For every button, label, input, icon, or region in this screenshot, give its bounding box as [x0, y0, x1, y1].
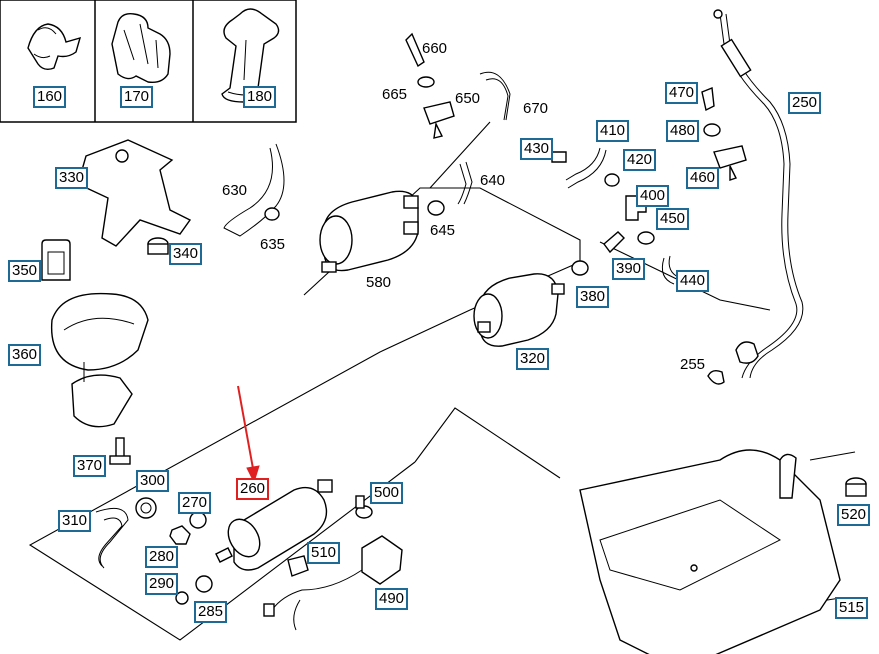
clamp-430-drawing [551, 151, 567, 163]
valve-650-drawing [423, 101, 455, 139]
label-510[interactable]: 510 [307, 542, 341, 564]
nut-290-drawing [175, 591, 189, 605]
label-290[interactable]: 290 [145, 573, 179, 595]
filter-580-drawing [319, 190, 419, 273]
label-340[interactable]: 340 [169, 243, 203, 265]
label-660: 660 [422, 40, 448, 57]
label-635: 635 [260, 236, 286, 253]
label-670: 670 [523, 100, 549, 117]
label-370[interactable]: 370 [73, 455, 107, 477]
bolt-370-drawing [109, 437, 131, 465]
label-665: 665 [382, 86, 408, 103]
label-630: 630 [222, 182, 248, 199]
label-450[interactable]: 450 [656, 208, 690, 230]
grommet-520-drawing [845, 477, 867, 497]
label-490[interactable]: 490 [375, 588, 409, 610]
clamp-300-drawing [135, 497, 157, 519]
label-300[interactable]: 300 [136, 470, 170, 492]
label-440[interactable]: 440 [676, 270, 710, 292]
clamp-450-drawing [637, 231, 655, 245]
label-270[interactable]: 270 [178, 492, 212, 514]
label-520[interactable]: 520 [837, 504, 871, 526]
label-480[interactable]: 480 [666, 120, 700, 142]
clamp-645-drawing [427, 200, 445, 216]
label-500[interactable]: 500 [370, 482, 404, 504]
label-255: 255 [680, 356, 706, 373]
pointer-arrow [237, 385, 260, 484]
damper-270-drawing [189, 511, 207, 529]
hose-470-drawing [701, 87, 715, 112]
label-320[interactable]: 320 [516, 348, 550, 370]
relay-490-drawing [263, 535, 403, 631]
label-250[interactable]: 250 [788, 92, 822, 114]
label-260-selected[interactable]: 260 [236, 478, 270, 500]
label-380[interactable]: 380 [576, 286, 610, 308]
label-580: 580 [366, 274, 392, 291]
label-640: 640 [480, 172, 506, 189]
filter-320-drawing [473, 273, 565, 347]
inset-frame [0, 0, 297, 123]
connector-510-drawing [287, 555, 309, 577]
label-330[interactable]: 330 [55, 167, 89, 189]
label-160[interactable]: 160 [33, 86, 67, 108]
bolt-500-drawing [355, 495, 373, 519]
bracket-330-drawing [77, 139, 192, 247]
label-400[interactable]: 400 [636, 185, 670, 207]
clamp-635-drawing [264, 207, 280, 221]
hose-660-drawing [405, 32, 425, 68]
label-420[interactable]: 420 [623, 149, 657, 171]
hose-630-drawing [223, 143, 285, 237]
label-170[interactable]: 170 [120, 86, 154, 108]
clamp-665-drawing [417, 76, 435, 88]
label-310[interactable]: 310 [58, 510, 92, 532]
hose-670-drawing [479, 71, 511, 121]
label-515[interactable]: 515 [835, 597, 869, 619]
label-430[interactable]: 430 [520, 138, 554, 160]
nut-280-drawing [169, 525, 191, 545]
bracket-360-drawing [50, 292, 149, 428]
label-410[interactable]: 410 [596, 120, 630, 142]
clamp-420-drawing [604, 173, 620, 187]
clamp-480-drawing [703, 123, 721, 137]
hose-640-drawing [457, 161, 473, 205]
label-180[interactable]: 180 [243, 86, 277, 108]
label-280[interactable]: 280 [145, 546, 179, 568]
label-650: 650 [455, 90, 481, 107]
label-460[interactable]: 460 [686, 167, 720, 189]
label-285[interactable]: 285 [194, 601, 228, 623]
damper-285-drawing [195, 575, 213, 593]
pad-350-drawing [41, 239, 71, 281]
clip-170-drawing [111, 12, 171, 84]
pump-260-drawing [215, 479, 333, 571]
label-470[interactable]: 470 [665, 82, 699, 104]
label-645: 645 [430, 222, 456, 239]
label-360[interactable]: 360 [8, 344, 42, 366]
hose-410-drawing [565, 147, 607, 189]
clamp-380-drawing [571, 260, 589, 276]
clip-160-drawing [27, 23, 82, 71]
hose-390-drawing [603, 231, 625, 254]
grommet-340-drawing [147, 237, 169, 255]
label-350[interactable]: 350 [8, 260, 42, 282]
hose-310-drawing [95, 507, 129, 569]
hose-250-drawing [707, 9, 804, 385]
valve-460-drawing [713, 145, 747, 181]
shield-515-drawing [579, 449, 841, 654]
label-390[interactable]: 390 [612, 258, 646, 280]
